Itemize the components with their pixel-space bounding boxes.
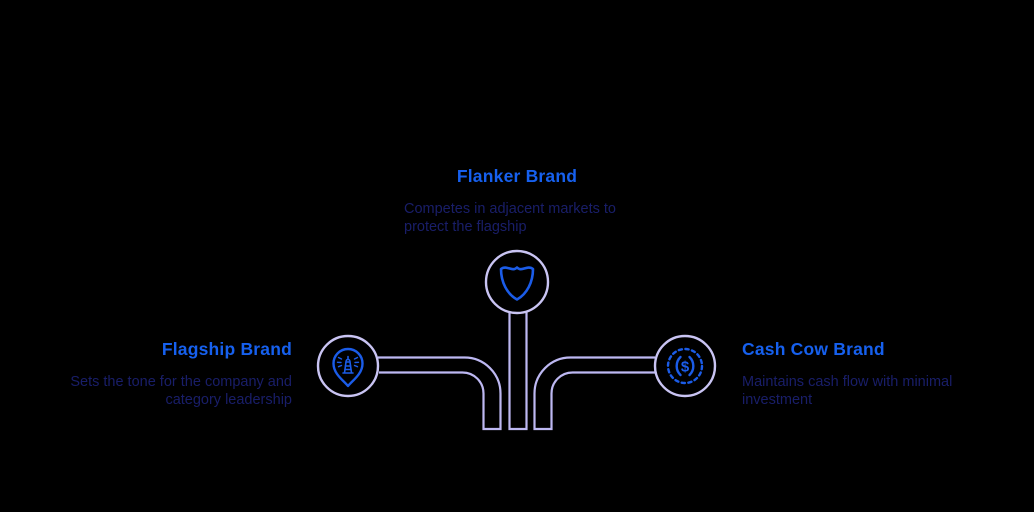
pipe-center: [508, 312, 528, 431]
dollar-coin-icon: $: [666, 347, 704, 385]
flagship-brand-block: Flagship Brand Sets the tone for the com…: [60, 339, 292, 409]
flagship-node-circle: [316, 334, 380, 398]
node-circles: [316, 249, 717, 398]
cash-cow-brand-block: Cash Cow Brand Maintains cash flow with …: [742, 339, 974, 409]
dollar-glyph: $: [681, 359, 690, 376]
flanker-brand-description: Competes in adjacent markets to protect …: [404, 201, 616, 235]
flanker-brand-block: Flanker Brand Competes in adjacent marke…: [404, 166, 630, 236]
shield-icon: [499, 266, 535, 301]
lighthouse-pin-icon: [332, 347, 364, 388]
flagship-brand-title: Flagship Brand: [161, 339, 292, 359]
pipes: [378, 312, 656, 431]
flanker-brand-title: Flanker Brand: [456, 166, 578, 186]
cash-cow-brand-title: Cash Cow Brand: [742, 339, 885, 359]
cashcow-node-circle: [653, 334, 717, 398]
flagship-brand-description: Sets the tone for the company and catego…: [70, 374, 292, 408]
pipe-left: [378, 356, 502, 431]
flanker-node-circle: [484, 249, 550, 315]
cash-cow-brand-description: Maintains cash flow with minimal investm…: [742, 374, 953, 408]
pipe-right: [533, 356, 656, 431]
